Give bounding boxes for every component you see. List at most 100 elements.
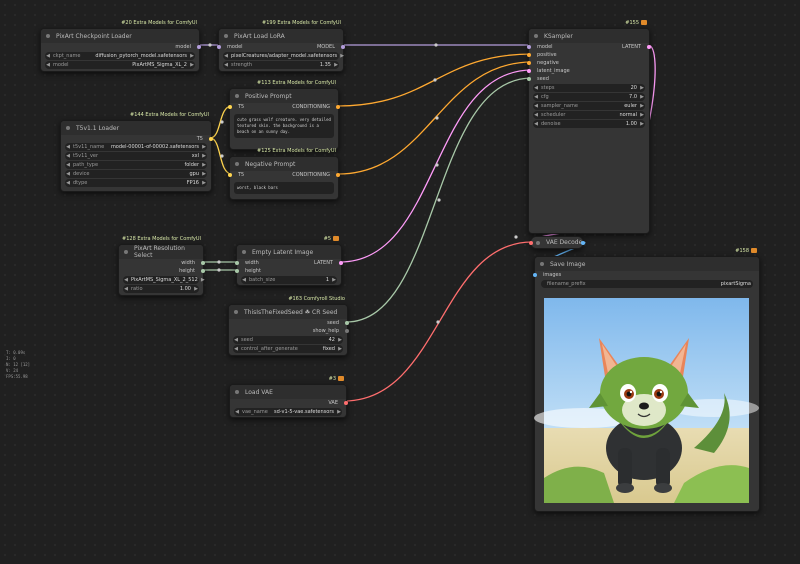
collapse-dot-icon[interactable] (224, 34, 228, 38)
output-socket-conditioning[interactable] (336, 173, 340, 177)
arrow-left-icon[interactable]: ◀ (66, 144, 70, 150)
node-title-bar[interactable]: KSampler (529, 29, 649, 43)
output-socket-model[interactable] (197, 45, 201, 49)
collapse-dot-icon[interactable] (66, 126, 70, 130)
node-title-bar[interactable]: PixArt Checkpoint Loader (41, 29, 199, 43)
arrow-right-icon[interactable]: ▶ (202, 162, 206, 168)
output-socket-image[interactable] (581, 241, 585, 245)
arrow-right-icon[interactable]: ▶ (190, 53, 194, 59)
input-socket-model[interactable] (527, 45, 531, 49)
arrow-left-icon[interactable]: ◀ (534, 85, 538, 91)
input-socket-t5[interactable] (228, 105, 232, 109)
node-checkpoint-loader[interactable]: #20 Extra Models for ComfyUI PixArt Chec… (40, 20, 201, 72)
node-positive-prompt[interactable]: #113 Extra Models for ComfyUI Positive P… (228, 80, 340, 150)
arrow-left-icon[interactable]: ◀ (46, 62, 50, 68)
arrow-right-icon[interactable]: ▶ (640, 112, 644, 118)
arrow-right-icon[interactable]: ▶ (640, 103, 644, 109)
arrow-right-icon[interactable]: ▶ (332, 277, 336, 283)
collapse-dot-icon[interactable] (536, 240, 540, 245)
arrow-right-icon[interactable]: ▶ (202, 144, 206, 150)
input-socket-latent[interactable] (527, 69, 531, 73)
output-socket-t5[interactable] (209, 137, 213, 141)
collapse-dot-icon[interactable] (124, 250, 128, 254)
node-title-bar[interactable]: Negative Prompt (230, 157, 338, 171)
arrow-left-icon[interactable]: ◀ (224, 53, 228, 59)
arrow-right-icon[interactable]: ▶ (337, 409, 341, 415)
generated-image-preview[interactable] (534, 298, 759, 503)
collapse-dot-icon[interactable] (534, 34, 538, 38)
arrow-right-icon[interactable]: ▶ (334, 62, 338, 68)
arrow-left-icon[interactable]: ◀ (224, 62, 228, 68)
arrow-right-icon[interactable]: ▶ (202, 153, 206, 159)
arrow-right-icon[interactable]: ▶ (640, 121, 644, 127)
input-socket-seed[interactable] (527, 77, 531, 81)
collapse-dot-icon[interactable] (235, 162, 239, 166)
output-socket-width[interactable] (201, 261, 205, 265)
arrow-left-icon[interactable]: ◀ (234, 346, 238, 352)
node-resolution-select[interactable]: #128 Extra Models for ComfyUI PixArt Res… (118, 236, 205, 296)
output-socket-conditioning[interactable] (336, 105, 340, 109)
node-title-bar[interactable]: PixArt Load LoRA (219, 29, 343, 43)
output-socket-latent[interactable] (647, 45, 651, 49)
arrow-right-icon[interactable]: ▶ (194, 286, 198, 292)
collapse-dot-icon[interactable] (242, 250, 246, 254)
node-cr-seed[interactable]: #163 Comfyroll Studio ThisIsTheFixedSeed… (228, 296, 349, 356)
arrow-left-icon[interactable]: ◀ (534, 103, 538, 109)
arrow-left-icon[interactable]: ◀ (66, 171, 70, 177)
input-socket-t5[interactable] (228, 173, 232, 177)
arrow-right-icon[interactable]: ▶ (190, 62, 194, 68)
arrow-left-icon[interactable]: ◀ (66, 153, 70, 159)
output-socket-show-help[interactable] (345, 329, 349, 333)
arrow-left-icon[interactable]: ◀ (242, 277, 246, 283)
collapse-dot-icon[interactable] (235, 390, 239, 394)
input-socket-images[interactable] (533, 273, 537, 277)
node-load-lora[interactable]: #199 Extra Models for ComfyUI PixArt Loa… (217, 20, 345, 72)
collapse-dot-icon[interactable] (235, 94, 239, 98)
arrow-left-icon[interactable]: ◀ (534, 121, 538, 127)
node-title-bar[interactable]: PixArt Resolution Select (119, 245, 203, 259)
output-socket-vae[interactable] (344, 401, 348, 405)
node-vae-decode[interactable]: VAE Decode (529, 236, 585, 249)
arrow-right-icon[interactable]: ▶ (338, 346, 342, 352)
prompt-textarea[interactable]: cute grass wolf creature. very detailed … (234, 114, 334, 138)
arrow-left-icon[interactable]: ◀ (234, 337, 238, 343)
output-socket-latent[interactable] (339, 261, 343, 265)
arrow-left-icon[interactable]: ◀ (534, 112, 538, 118)
widget-lora-name[interactable]: ◀lora_namepixelCreatures/adapter_model.s… (223, 52, 345, 60)
input-socket-height[interactable] (235, 269, 239, 273)
arrow-right-icon[interactable]: ▶ (202, 180, 206, 186)
prompt-textarea[interactable]: worst, black bars (234, 182, 334, 194)
node-negative-prompt[interactable]: #125 Extra Models for ComfyUI Negative P… (228, 148, 340, 200)
node-title-bar[interactable]: T5v1.1 Loader (61, 121, 211, 135)
node-title-bar[interactable]: Load VAE (230, 385, 346, 399)
arrow-left-icon[interactable]: ◀ (66, 162, 70, 168)
arrow-right-icon[interactable]: ▶ (338, 337, 342, 343)
arrow-left-icon[interactable]: ◀ (46, 53, 50, 59)
node-title-bar[interactable]: Save Image (535, 257, 759, 271)
node-title-bar[interactable]: Empty Latent Image (237, 245, 341, 259)
output-socket-model[interactable] (341, 45, 345, 49)
node-t5-loader[interactable]: #144 Extra Models for ComfyUI T5v1.1 Loa… (60, 112, 213, 192)
arrow-left-icon[interactable]: ◀ (124, 277, 128, 283)
